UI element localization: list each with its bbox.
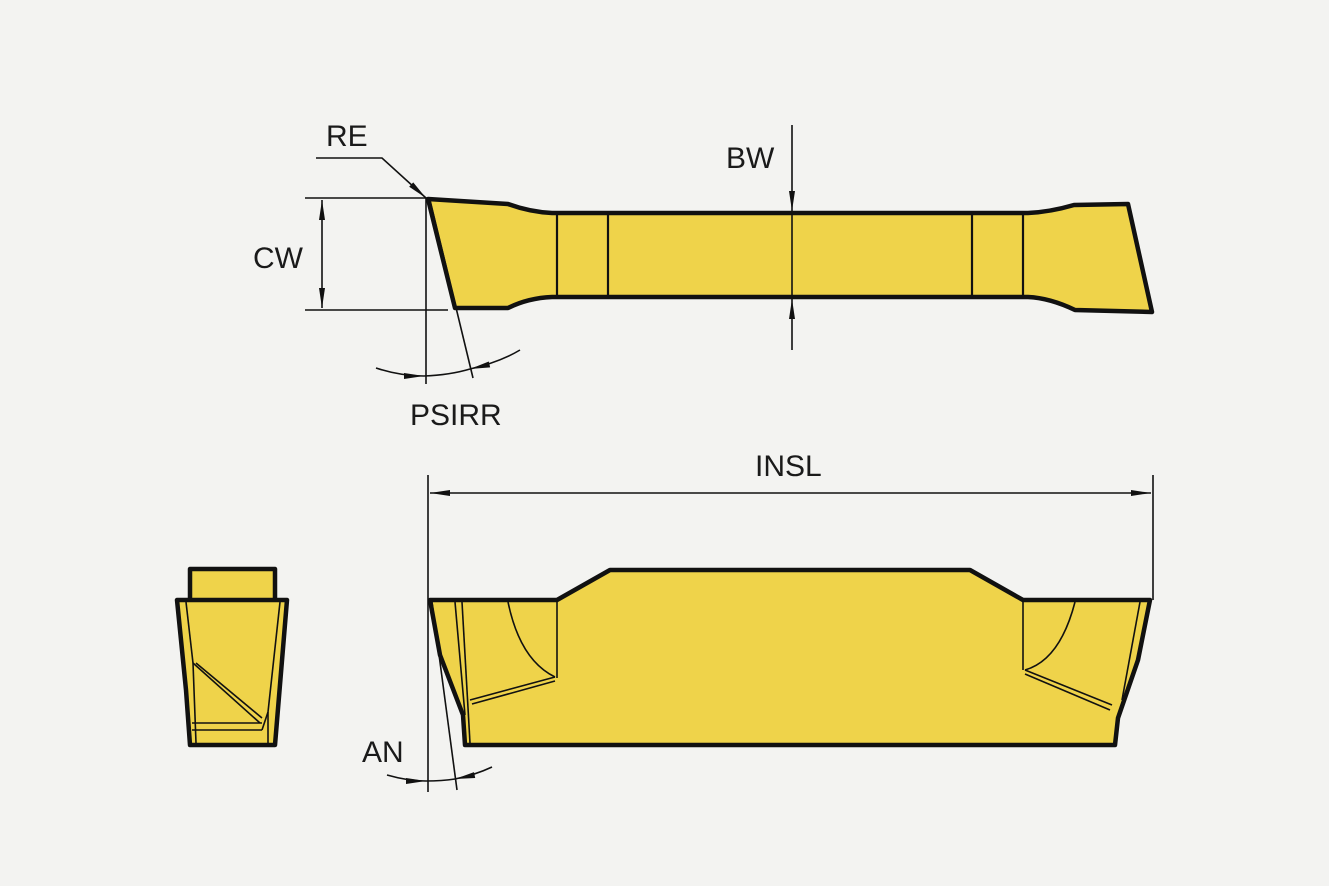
end-view-outline bbox=[174, 597, 290, 748]
top-view-facets bbox=[555, 213, 1025, 297]
insl-dimension: INSL bbox=[427, 450, 1154, 792]
re-label: RE bbox=[326, 120, 368, 153]
end-view-top-block bbox=[187, 566, 278, 604]
psirr-label: PSIRR bbox=[410, 399, 502, 432]
insert-side-outline bbox=[427, 567, 1153, 748]
top-view: CW RE PSIRR BW bbox=[253, 120, 1155, 432]
insl-label: INSL bbox=[755, 450, 822, 483]
cw-dimension: CW bbox=[253, 197, 448, 311]
re-dimension: RE bbox=[316, 120, 427, 199]
side-view: INSL AN bbox=[362, 450, 1154, 792]
cw-label: CW bbox=[253, 242, 304, 275]
an-label: AN bbox=[362, 736, 404, 769]
psirr-dimension: PSIRR bbox=[375, 198, 521, 432]
insert-top-outline bbox=[425, 196, 1155, 315]
end-view bbox=[174, 566, 290, 748]
side-view-facets bbox=[454, 600, 1141, 744]
bw-label: BW bbox=[726, 142, 775, 175]
an-dimension: AN bbox=[362, 601, 493, 791]
bw-dimension: BW bbox=[726, 125, 795, 350]
end-view-facets bbox=[185, 601, 281, 744]
